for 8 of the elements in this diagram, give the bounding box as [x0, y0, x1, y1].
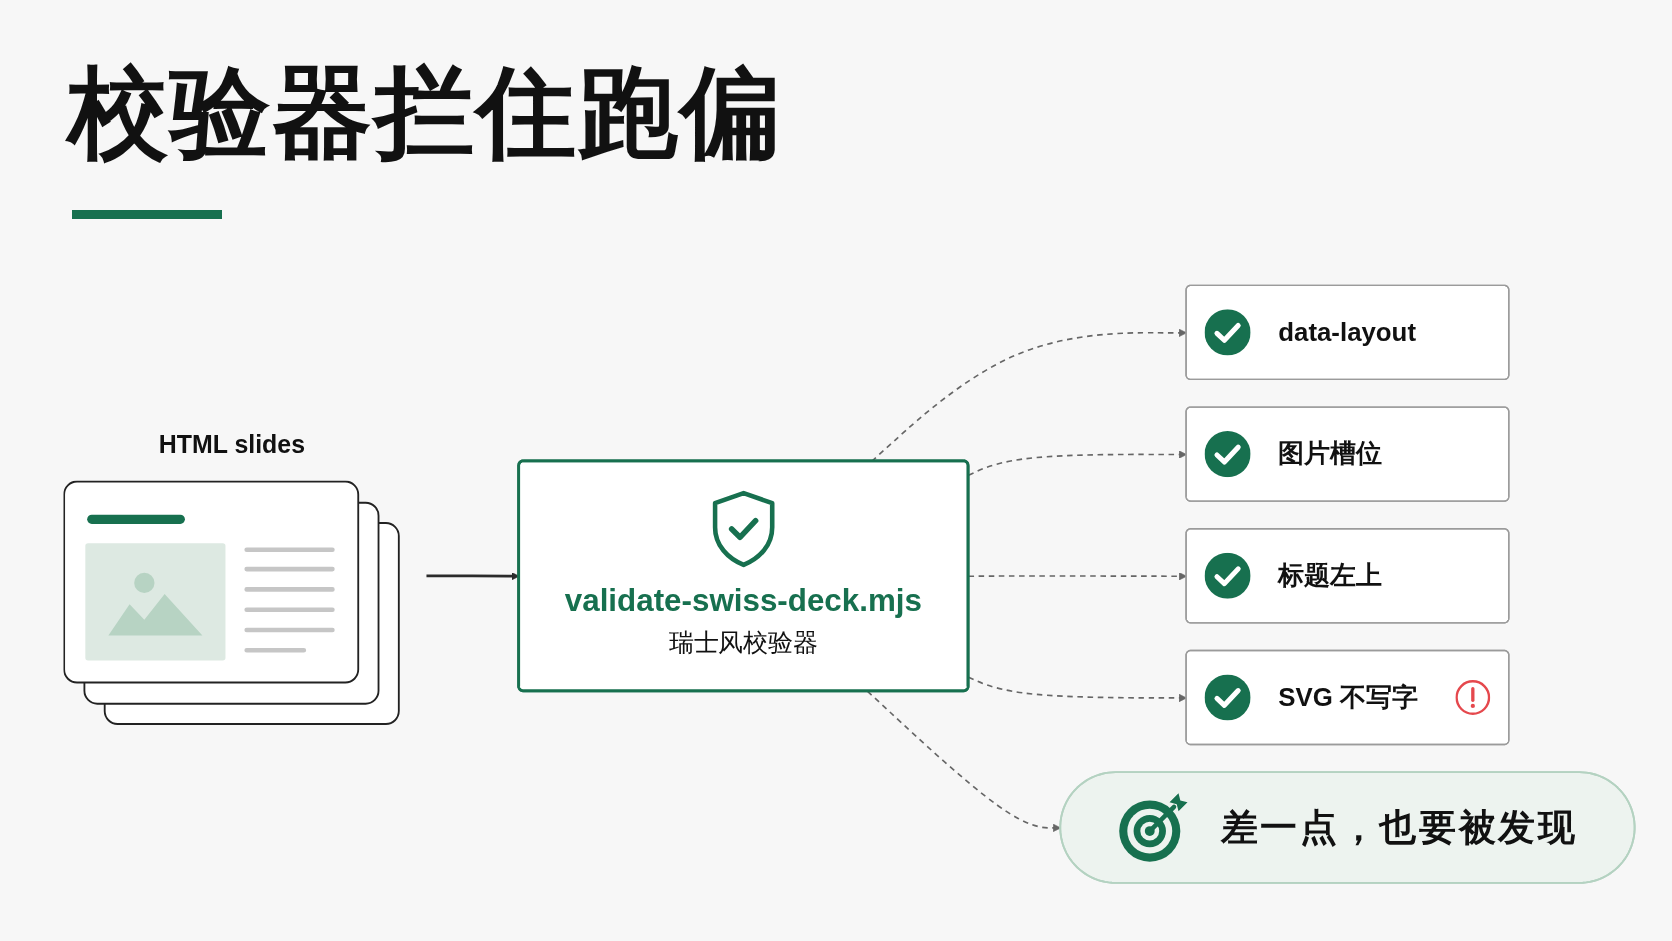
rule-label: 图片槽位: [1278, 439, 1382, 468]
heading: HTML slides: [158, 430, 305, 459]
rule-label: 标题左上: [1278, 560, 1382, 590]
result-text: 差一点，也要被发现: [1220, 807, 1578, 848]
rule-label: data-layout: [1278, 317, 1416, 347]
subtitle: 瑞士风校验器: [668, 628, 819, 657]
rule-label: SVG 不写字: [1278, 682, 1418, 712]
file-name: validate-swiss-deck.mjs: [564, 582, 922, 618]
